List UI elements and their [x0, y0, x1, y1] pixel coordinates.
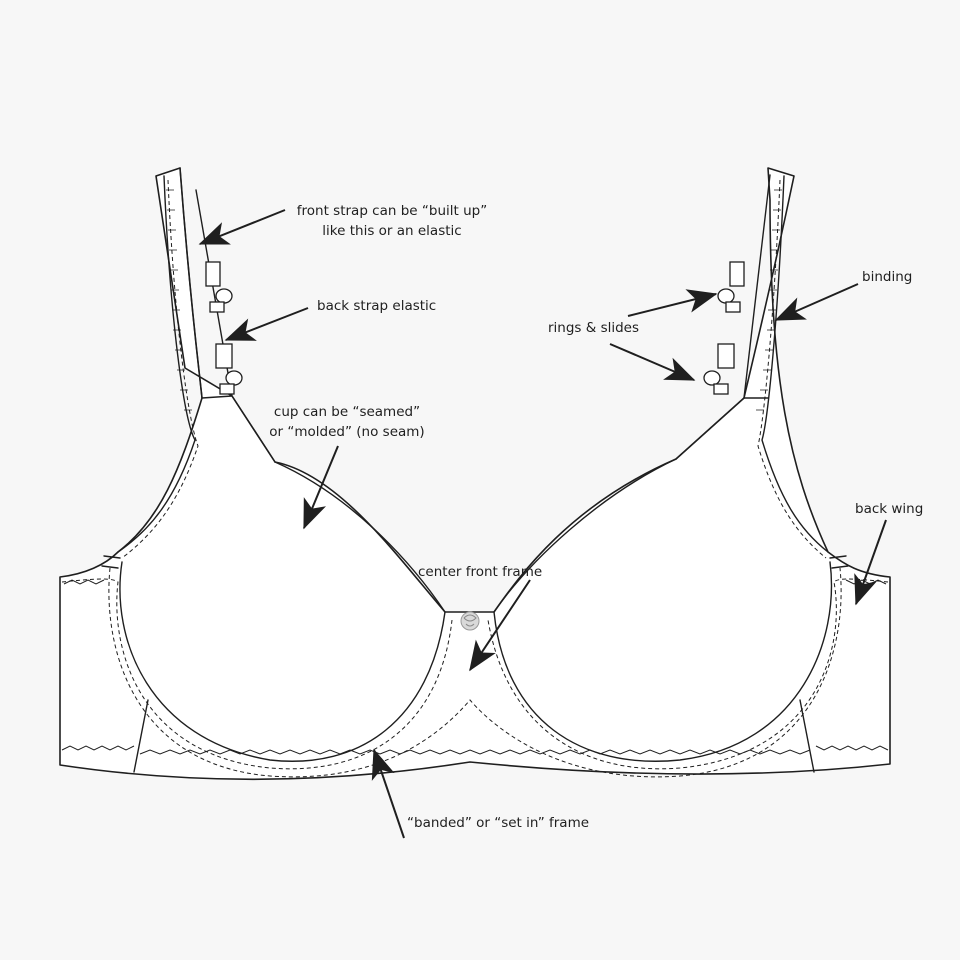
left-slide-end: [219, 383, 235, 395]
label-back-wing: back wing: [855, 501, 924, 517]
left-wing-tacks: [101, 555, 121, 569]
callout-arrows: [198, 209, 887, 839]
right-binding: [761, 175, 829, 553]
right-cup-neckline: [493, 458, 677, 613]
arrow-front-strap-icon: [198, 209, 286, 245]
arrow-ring-bottom-icon: [609, 343, 696, 381]
label-back-strap-elastic: back strap elastic: [317, 298, 437, 314]
right-ring-bottom-icon: [703, 370, 721, 386]
left-front-strap: [195, 189, 276, 463]
left-ring-bottom-icon: [225, 370, 243, 386]
label-front-strap: front strap can be “built up” like this …: [282, 201, 502, 241]
arrow-back-wing-icon: [854, 519, 887, 606]
right-band-zigzag: [815, 745, 889, 751]
strap-hardware: [205, 261, 745, 395]
left-ring-top-icon: [215, 288, 233, 304]
left-strap-base: [201, 395, 233, 399]
arrow-cup-icon: [303, 445, 339, 530]
label-banded-frame: “banded” or “set in” frame: [407, 815, 590, 831]
left-slide-bottom: [215, 343, 233, 369]
right-slide-end: [713, 383, 729, 395]
arrow-binding-icon: [774, 283, 859, 321]
right-strap-stitch: [757, 179, 827, 559]
right-ring-top-icon: [717, 288, 735, 304]
center-band-zigzag: [139, 749, 811, 755]
right-slide-bottom: [717, 343, 735, 369]
strap-texture: [166, 189, 782, 411]
stitching: [61, 179, 889, 778]
right-side-seam: [799, 699, 815, 773]
right-slide-top: [729, 261, 745, 287]
right-wing-tacks: [829, 555, 849, 569]
left-band-zigzag: [61, 745, 135, 751]
label-cup: cup can be “seamed” or “molded” (no seam…: [262, 402, 432, 442]
left-wing-zigzag: [63, 579, 105, 585]
label-cup-line1: cup can be “seamed”: [273, 404, 421, 420]
left-strap-ticks: [166, 189, 192, 411]
left-strap-edge: [179, 167, 203, 399]
label-front-strap-line2: like this or an elastic: [322, 223, 462, 239]
left-slide-top: [205, 261, 221, 287]
label-binding: binding: [862, 269, 913, 285]
garment-body: [59, 167, 891, 781]
arrow-ring-top-icon: [627, 289, 718, 317]
left-slide-mid: [209, 301, 225, 313]
arrow-center-front-icon: [469, 579, 531, 672]
arrow-banded-frame-icon: [371, 748, 405, 839]
right-slide-mid: [725, 301, 741, 313]
label-cup-line2: or “molded” (no seam): [269, 424, 425, 440]
label-front-strap-line1: front strap can be “built up”: [296, 203, 488, 219]
seam-lines: [101, 167, 849, 773]
outer-frame-stitch: [108, 567, 842, 778]
label-center-front-frame: center front frame: [418, 564, 543, 580]
rose-bow-icon: [460, 611, 480, 631]
left-binding: [117, 175, 196, 553]
label-rings-slides: rings & slides: [548, 320, 640, 336]
bra-outline: [59, 167, 891, 781]
arrow-back-strap-icon: [224, 307, 309, 341]
right-strap-ticks: [756, 189, 782, 411]
right-frame-stitch: [487, 578, 889, 770]
left-cup-neckline: [274, 461, 446, 613]
right-cup-underwire: [493, 561, 833, 762]
left-cup-underwire: [119, 561, 446, 762]
left-side-seam: [133, 699, 149, 773]
